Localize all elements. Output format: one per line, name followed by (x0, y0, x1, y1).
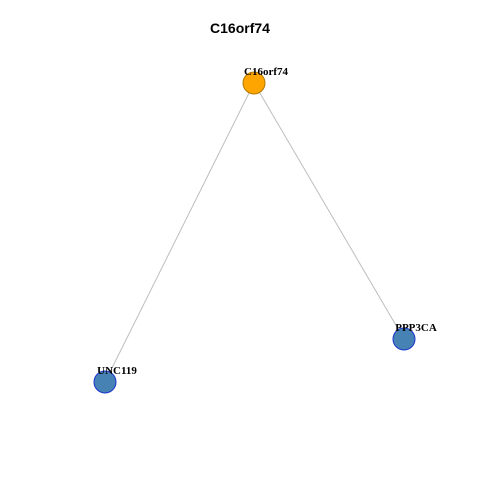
node-ppp3ca (392, 327, 416, 351)
edge-c16orf74-unc119 (104, 82, 255, 383)
node-label-c16orf74: C16orf74 (244, 66, 288, 78)
diagram-title: C16orf74 (210, 20, 270, 36)
edge-c16orf74-ppp3ca (253, 82, 405, 340)
node-label-unc119: UNC119 (97, 365, 137, 377)
node-c16orf74 (242, 71, 266, 95)
node-unc119 (93, 370, 117, 394)
node-label-ppp3ca: PPP3CA (395, 322, 437, 334)
